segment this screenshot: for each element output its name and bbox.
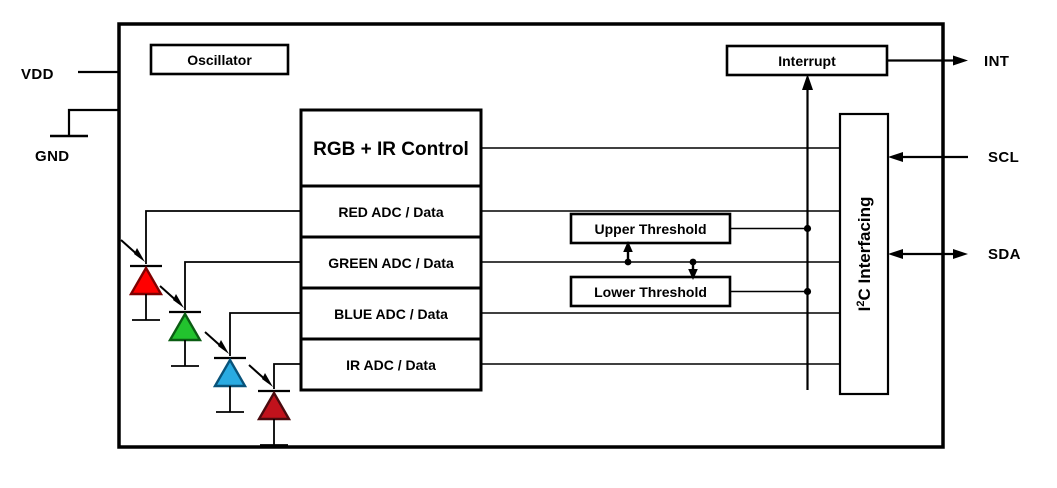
pin-label-gnd: GND	[35, 148, 70, 165]
rgb-ir-control-cell[interactable]	[299, 108, 483, 188]
pin-vdd-group: VDD	[21, 66, 119, 83]
int-arrowhead-icon	[953, 55, 968, 66]
block-upper-threshold[interactable]: Upper Threshold	[569, 212, 812, 245]
photodiode-green-route	[184, 261, 301, 310]
interrupt-label: Interrupt	[778, 53, 836, 69]
block-red-adc[interactable]: RED ADC / Data	[299, 184, 483, 239]
i2c-label-i: I	[855, 307, 874, 312]
upper-threshold-junction-dot	[803, 224, 812, 233]
blue-adc-label: BLUE ADC / Data	[334, 306, 448, 322]
photodiode-green-group[interactable]	[159, 261, 301, 367]
sda-arrowhead-right-icon	[953, 249, 968, 259]
i2c-interfacing-box[interactable]	[838, 112, 890, 396]
pin-scl-group: SCL	[888, 149, 1019, 166]
photodiode-red-group[interactable]	[120, 210, 301, 321]
lower-threshold-label: Lower Threshold	[594, 284, 707, 300]
i2c-label-rest: C Interfacing	[855, 197, 874, 301]
sensor-chip-outline	[117, 22, 945, 449]
photodiode-green-light-arrowhead-icon	[173, 294, 184, 308]
pin-label-scl: SCL	[988, 149, 1019, 166]
photodiode-red-route	[145, 210, 301, 264]
lower-threshold-junction-dot	[803, 287, 812, 296]
int-output-path: INT	[887, 53, 1009, 70]
pin-label-sda: SDA	[988, 246, 1021, 263]
block-green-adc[interactable]: GREEN ADC / Data	[299, 235, 483, 290]
pin-label-vdd: VDD	[21, 66, 54, 83]
photodiode-blue-group[interactable]	[204, 312, 301, 413]
pin-sda-group: SDA	[888, 246, 1021, 263]
block-i2c-interfacing[interactable]: I2C Interfacing	[838, 112, 890, 396]
lower-compare-junction-dot	[689, 258, 697, 266]
photodiode-blue-light-arrowhead-icon	[218, 340, 229, 354]
interrupt-box[interactable]	[725, 44, 889, 77]
block-ir-adc[interactable]: IR ADC / Data	[299, 337, 483, 392]
interrupt-arrowhead-icon	[802, 74, 813, 90]
photodiode-red-light-arrowhead-icon	[134, 248, 145, 262]
upper-threshold-label: Upper Threshold	[594, 221, 706, 237]
upper-compare-arrowhead-icon	[623, 241, 633, 252]
photodiode-ir-route	[273, 363, 301, 389]
upper-threshold-compare-arrow	[623, 241, 633, 266]
block-lower-threshold[interactable]: Lower Threshold	[569, 275, 812, 308]
block-interrupt[interactable]: Interrupt	[725, 44, 889, 77]
oscillator-box[interactable]	[149, 43, 290, 76]
pin-label-int: INT	[984, 53, 1009, 70]
ir-adc-label: IR ADC / Data	[346, 357, 436, 373]
pin-gnd-group: GND	[35, 108, 119, 165]
lower-compare-arrowhead-icon	[688, 269, 698, 280]
interrupt-input-arrow	[802, 74, 813, 390]
photodiode-blue-route	[229, 312, 301, 356]
scl-arrowhead-icon	[888, 152, 903, 162]
red-adc-label: RED ADC / Data	[338, 204, 443, 220]
rgb-ir-control-label: RGB + IR Control	[313, 139, 469, 160]
green-adc-label: GREEN ADC / Data	[328, 255, 454, 271]
upper-compare-junction-dot	[624, 258, 632, 266]
i2c-label-superscript: 2	[855, 301, 867, 307]
lower-threshold-compare-arrow	[688, 258, 698, 280]
block-blue-adc[interactable]: BLUE ADC / Data	[299, 286, 483, 341]
block-oscillator[interactable]: Oscillator	[149, 43, 290, 76]
upper-threshold-box[interactable]	[569, 212, 732, 245]
photodiode-ir-group[interactable]	[248, 363, 301, 446]
block-rgb-ir-control[interactable]: RGB + IR Control	[299, 108, 483, 188]
oscillator-label: Oscillator	[187, 52, 252, 68]
gnd-wire	[67, 108, 119, 136]
sda-arrowhead-left-icon	[888, 249, 903, 259]
photodiode-ir-light-arrowhead-icon	[262, 373, 273, 387]
adc-stack-group: RGB + IR Control RED ADC / Data GREEN AD…	[299, 108, 483, 392]
adc-to-i2c-buses	[481, 147, 845, 365]
i2c-interfacing-label: I2C Interfacing	[855, 197, 874, 312]
